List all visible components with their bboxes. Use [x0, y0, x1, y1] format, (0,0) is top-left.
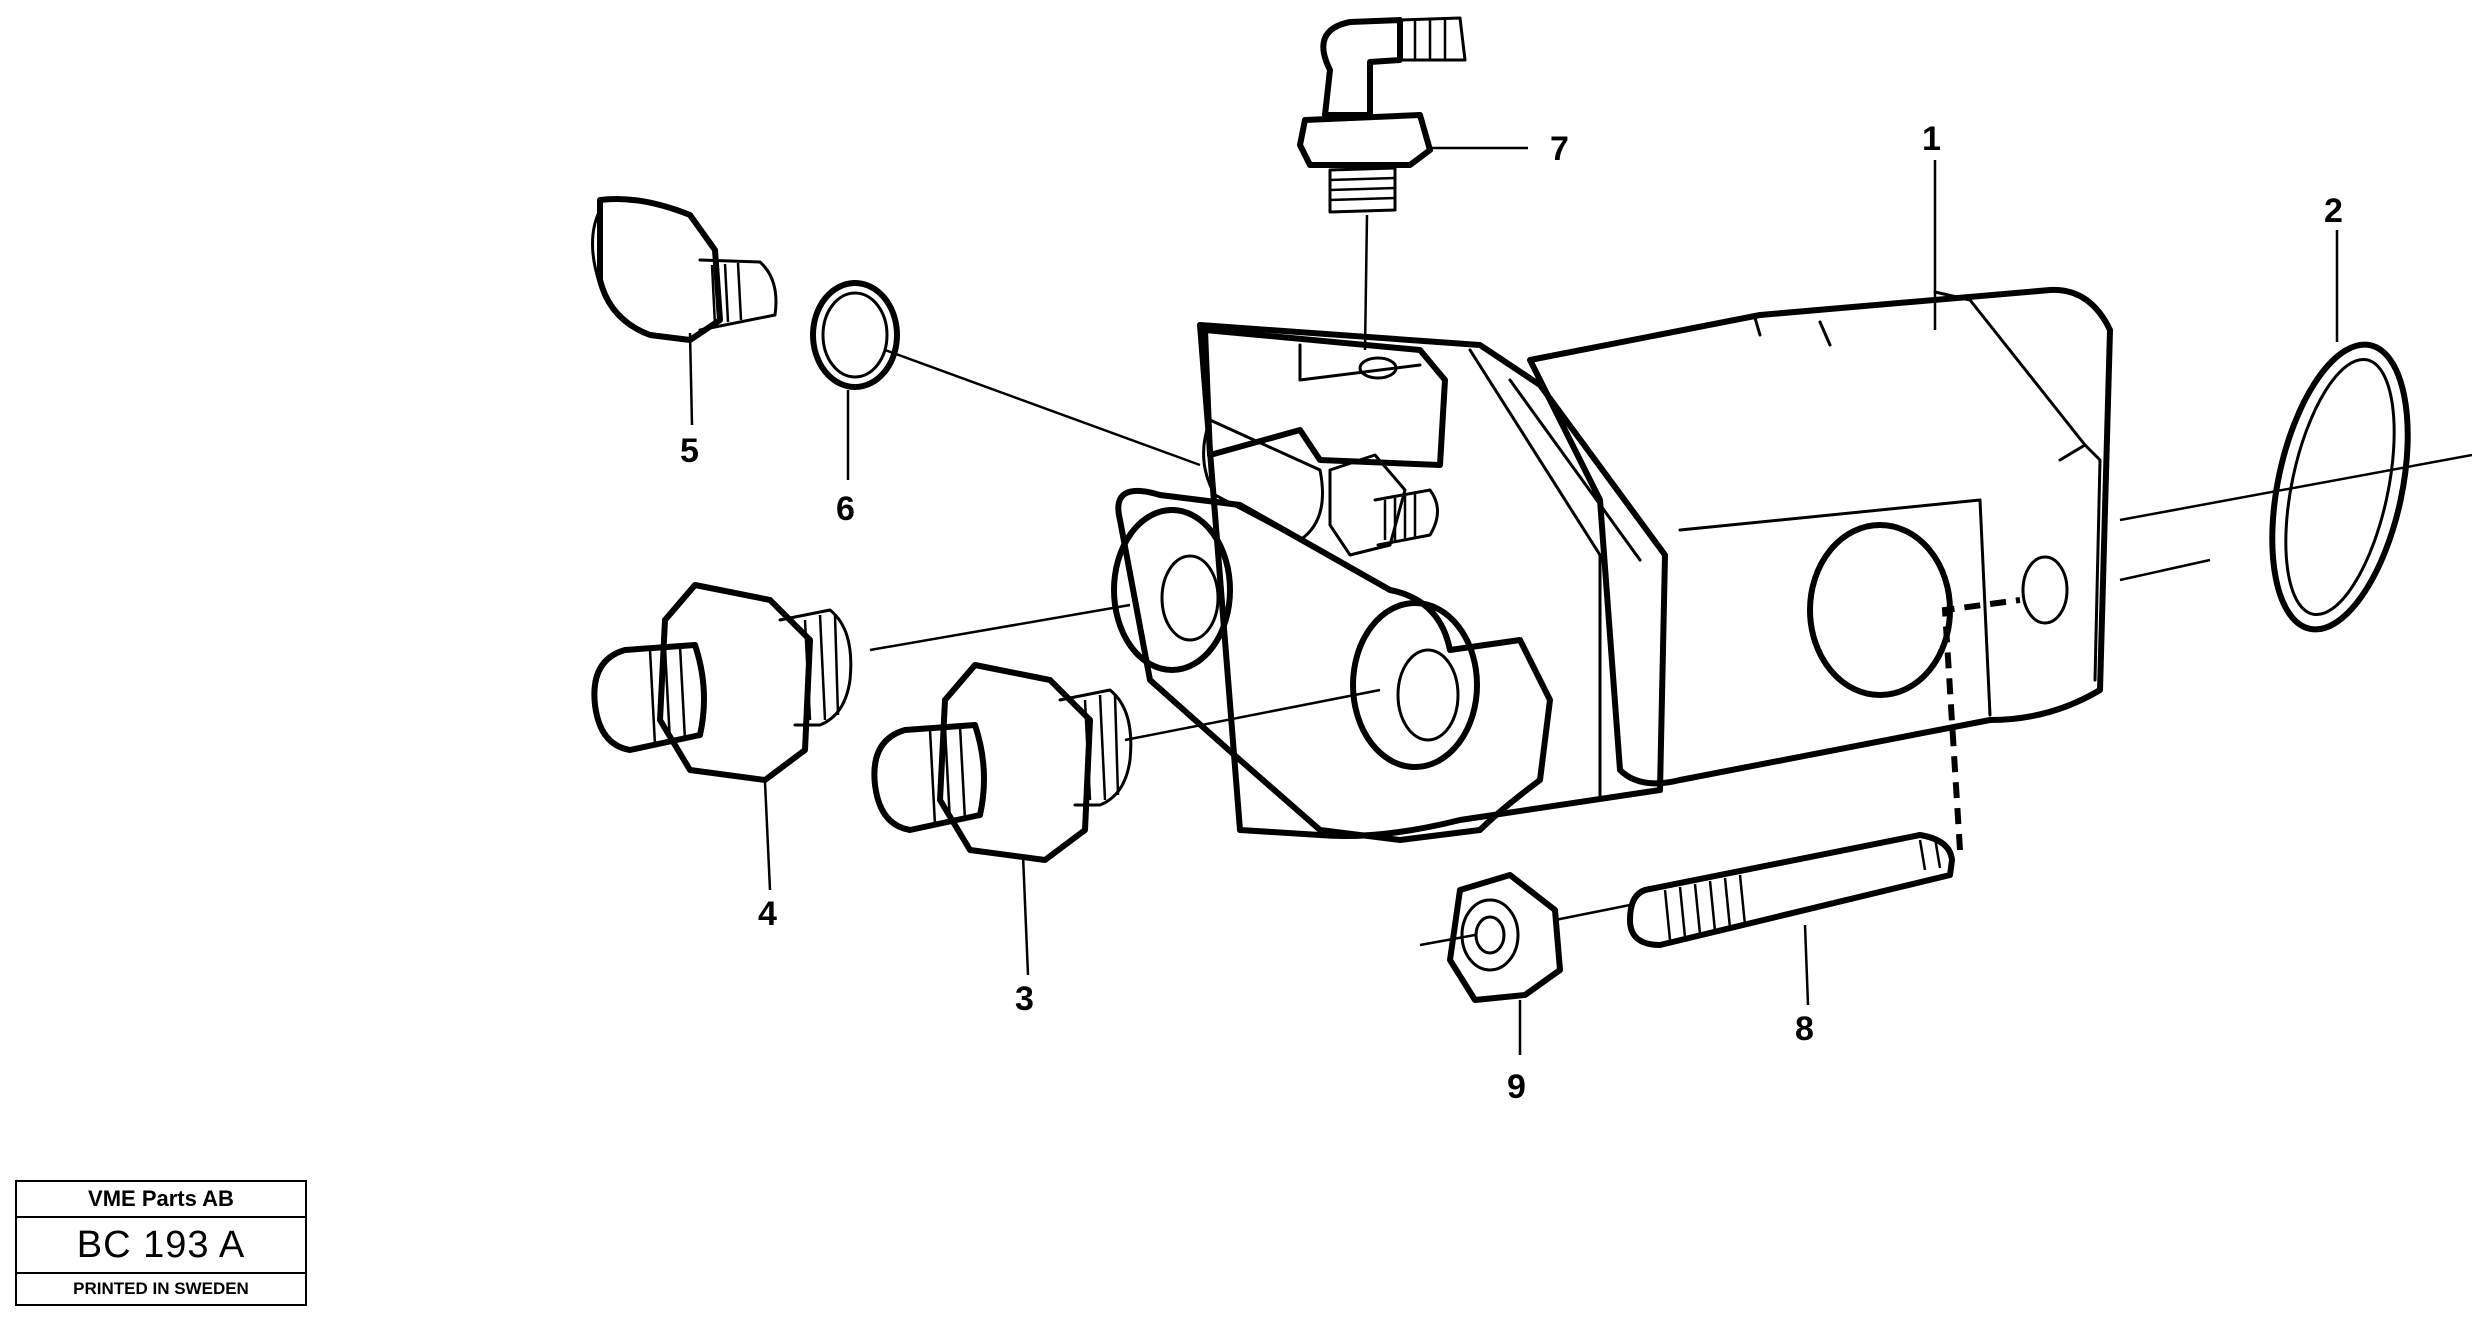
- part-6-washer: [810, 280, 900, 390]
- company-name: VME Parts AB: [17, 1182, 305, 1218]
- part-8-stud: [1627, 832, 1955, 948]
- part-2-o-ring: [2269, 341, 2411, 633]
- part-1-pump-body: [1111, 286, 2113, 843]
- callout-8: 8: [1795, 1010, 1814, 1048]
- callout-6: 6: [836, 490, 855, 528]
- part-9-flange-nut: [1447, 872, 1563, 1003]
- callout-4: 4: [758, 895, 777, 933]
- callout-2: 2: [2324, 192, 2343, 230]
- part-3-adapter: [871, 662, 1133, 863]
- part-5-plug: [591, 196, 778, 343]
- part-7-elbow: [1297, 16, 1467, 214]
- drawing-code: BC 193 A: [17, 1218, 305, 1274]
- part-4-adapter: [591, 582, 853, 783]
- callout-labels: 1 2 3 4 5 6 7 8 9: [680, 120, 2343, 1106]
- title-block: VME Parts AB BC 193 A PRINTED IN SWEDEN: [15, 1180, 307, 1306]
- leader-lines: [688, 146, 2339, 1055]
- callout-9: 9: [1507, 1068, 1526, 1106]
- callout-5: 5: [680, 432, 699, 470]
- alignment-lines: [869, 214, 2472, 947]
- callout-1: 1: [1922, 120, 1941, 158]
- callout-3: 3: [1015, 980, 1034, 1018]
- printed-note: PRINTED IN SWEDEN: [73, 1279, 249, 1298]
- callout-7: 7: [1550, 130, 1569, 168]
